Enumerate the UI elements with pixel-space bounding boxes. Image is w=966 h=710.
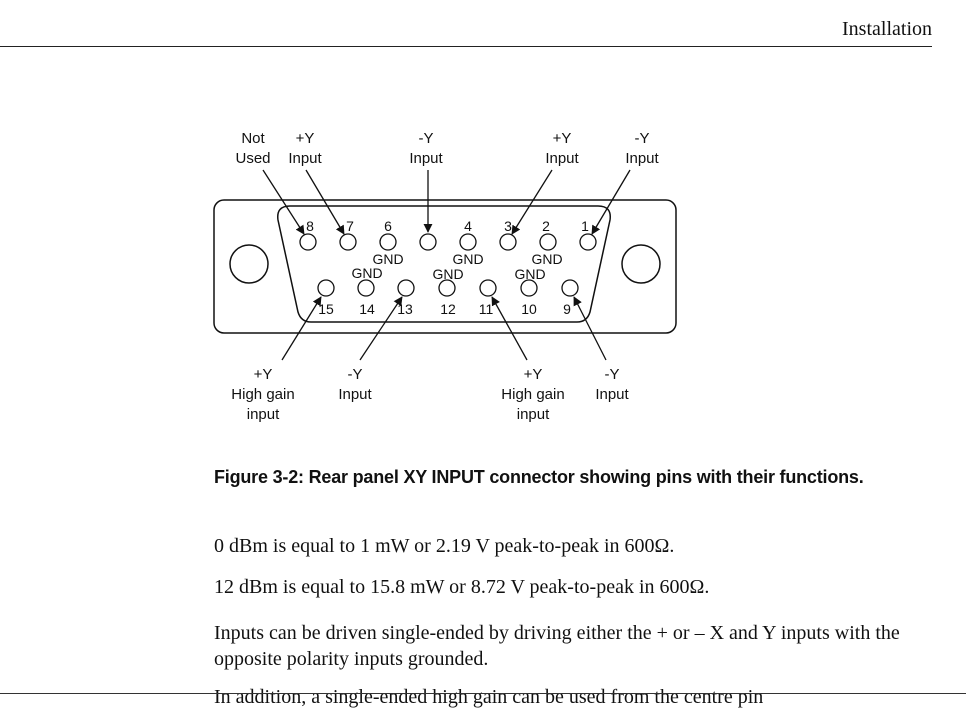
top-pin-row (299, 233, 597, 251)
mounting-hole-right (621, 244, 661, 284)
pin-number-14: 14 (359, 301, 375, 317)
pin-number-2: 2 (542, 218, 550, 234)
arrow-not-used (262, 169, 305, 235)
connector-plate (213, 199, 677, 334)
connector-shell (277, 205, 611, 323)
connector-diagram: 8 7 6 4 3 2 1 GND GND GND GND GND GND 15… (213, 130, 677, 423)
pin-4 (459, 233, 477, 251)
gnd-label-pin6: GND (372, 251, 403, 267)
header-rule (0, 46, 932, 47)
pin-number-4: 4 (464, 218, 472, 234)
label-top-minusy-1-line2: Input (409, 150, 443, 167)
arrow-bottom-minusy-1 (359, 296, 403, 361)
gnd-label-pin10: GND (514, 266, 545, 282)
gnd-label-pin2: GND (531, 251, 562, 267)
label-bottom-plusy-hg-1-line1: +Y (254, 366, 273, 383)
pin-number-9: 9 (563, 301, 571, 317)
label-bottom-minusy-1-line2: Input (338, 386, 372, 403)
pin-13 (397, 279, 415, 297)
page-header-title: Installation (842, 18, 932, 40)
label-top-minusy-1-line1: -Y (419, 130, 434, 147)
arrow-bottom-plusy-hg-2 (491, 296, 528, 361)
pin-5 (419, 233, 437, 251)
label-bottom-plusy-hg-1-line3: input (247, 406, 280, 423)
pin-3 (499, 233, 517, 251)
pin-11 (479, 279, 497, 297)
paragraph-single-ended: Inputs can be driven single-ended by dri… (214, 622, 900, 670)
arrow-bottom-plusy-hg-1 (281, 296, 322, 361)
paragraph-12dbm: 12 dBm is equal to 15.8 mW or 8.72 V pea… (214, 576, 710, 598)
pin-number-7: 7 (346, 218, 354, 234)
gnd-label-pin14: GND (351, 265, 382, 281)
pin-number-6: 6 (384, 218, 392, 234)
pin-7 (339, 233, 357, 251)
pin-number-15: 15 (318, 301, 334, 317)
pin-number-10: 10 (521, 301, 537, 317)
pin-15 (317, 279, 335, 297)
label-not-used-line2: Used (235, 150, 270, 167)
label-bottom-minusy-2-line1: -Y (605, 366, 620, 383)
label-bottom-plusy-hg-2-line1: +Y (524, 366, 543, 383)
pin-1 (579, 233, 597, 251)
arrow-top-minusy-2 (591, 169, 631, 235)
pin-10 (520, 279, 538, 297)
arrow-bottom-minusy-2 (573, 296, 607, 361)
pin-9 (561, 279, 579, 297)
label-bottom-plusy-hg-2-line2: High gain (501, 386, 564, 403)
paragraph-0dbm: 0 dBm is equal to 1 mW or 2.19 V peak-to… (214, 535, 675, 557)
bottom-pin-row (317, 279, 579, 297)
label-bottom-minusy-2-line2: Input (595, 386, 629, 403)
arrow-top-plusy-1 (305, 169, 345, 235)
label-top-plusy-2-line1: +Y (553, 130, 572, 147)
arrow-top-plusy-2 (511, 169, 553, 235)
label-bottom-plusy-hg-1-line2: High gain (231, 386, 294, 403)
figure-caption: Figure 3-2: Rear panel XY INPUT connecto… (214, 467, 864, 487)
mounting-hole-left (229, 244, 269, 284)
label-bottom-plusy-hg-2-line3: input (517, 406, 550, 423)
label-top-minusy-2-line1: -Y (635, 130, 650, 147)
bottom-rule (0, 693, 966, 694)
pin-8 (299, 233, 317, 251)
paragraph-cutoff: In addition, a single-ended high gain ca… (214, 686, 764, 708)
label-top-plusy-1-line1: +Y (296, 130, 315, 147)
label-top-plusy-1-line2: Input (288, 150, 322, 167)
pin-number-11: 11 (479, 301, 494, 317)
label-bottom-minusy-1-line1: -Y (348, 366, 363, 383)
pin-number-13: 13 (397, 301, 413, 317)
pin-number-12: 12 (440, 301, 456, 317)
label-top-plusy-2-line2: Input (545, 150, 579, 167)
label-top-minusy-2-line2: Input (625, 150, 659, 167)
label-not-used-line1: Not (241, 130, 265, 147)
pin-number-1: 1 (581, 218, 589, 234)
gnd-label-pin12: GND (432, 266, 463, 282)
pin-6 (379, 233, 397, 251)
pin-number-3: 3 (504, 218, 512, 234)
pin-2 (539, 233, 557, 251)
pin-14 (357, 279, 375, 297)
pin-number-8: 8 (306, 218, 314, 234)
pin-12 (438, 279, 456, 297)
gnd-label-pin4: GND (452, 251, 483, 267)
